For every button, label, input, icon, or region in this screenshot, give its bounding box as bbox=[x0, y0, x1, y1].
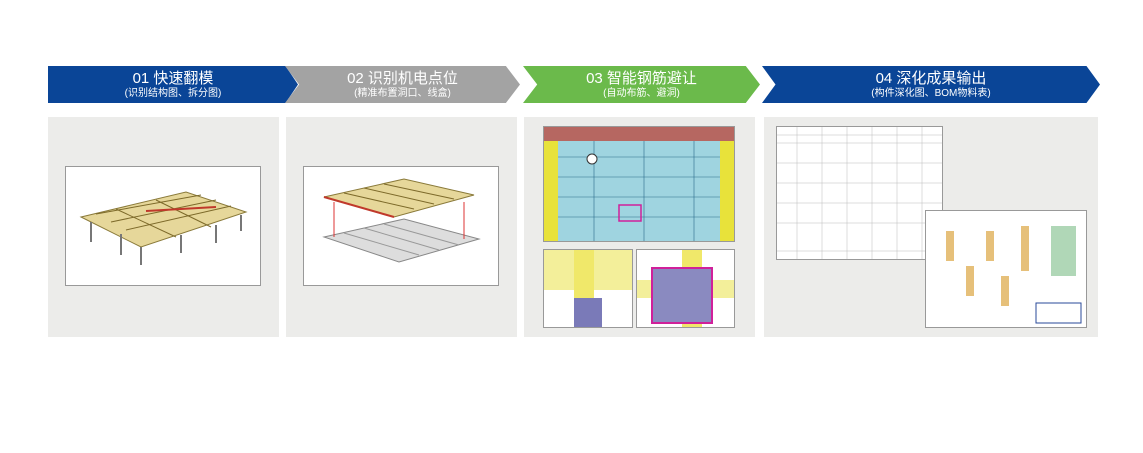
step-1-banner: 01 快速翻模 (识别结构图、拆分图) bbox=[48, 66, 298, 103]
mep-model-image bbox=[303, 166, 499, 286]
step-subtitle: (自动布筋、避洞) bbox=[603, 87, 680, 99]
step-subtitle: (精准布置洞口、线盒) bbox=[354, 87, 451, 99]
rebar-detail-image-1 bbox=[543, 249, 633, 328]
step-title: 03 智能钢筋避让 bbox=[586, 69, 697, 87]
step-4-banner: 04 深化成果输出 (构件深化图、BOM物料表) bbox=[762, 66, 1100, 103]
panel-model bbox=[48, 117, 279, 337]
step-subtitle: (识别结构图、拆分图) bbox=[124, 87, 222, 99]
rebar-plan-image bbox=[543, 126, 735, 242]
step-title: 02 识别机电点位 bbox=[347, 69, 458, 87]
step-subtitle: (构件深化图、BOM物料表) bbox=[871, 87, 991, 99]
panel-mep bbox=[286, 117, 517, 337]
step-3-banner: 03 智能钢筋避让 (自动布筋、避洞) bbox=[523, 66, 760, 103]
bom-spreadsheet-image bbox=[776, 126, 943, 260]
step-title: 04 深化成果输出 bbox=[875, 69, 987, 87]
step-title: 01 快速翻模 bbox=[132, 69, 214, 87]
panel-rebar bbox=[524, 117, 755, 337]
rebar-detail-image-2 bbox=[636, 249, 735, 328]
structure-model-image bbox=[65, 166, 261, 286]
step-2-banner: 02 识别机电点位 (精准布置洞口、线盒) bbox=[285, 66, 520, 103]
component-drawing-image bbox=[925, 210, 1087, 328]
panel-output bbox=[764, 117, 1098, 337]
